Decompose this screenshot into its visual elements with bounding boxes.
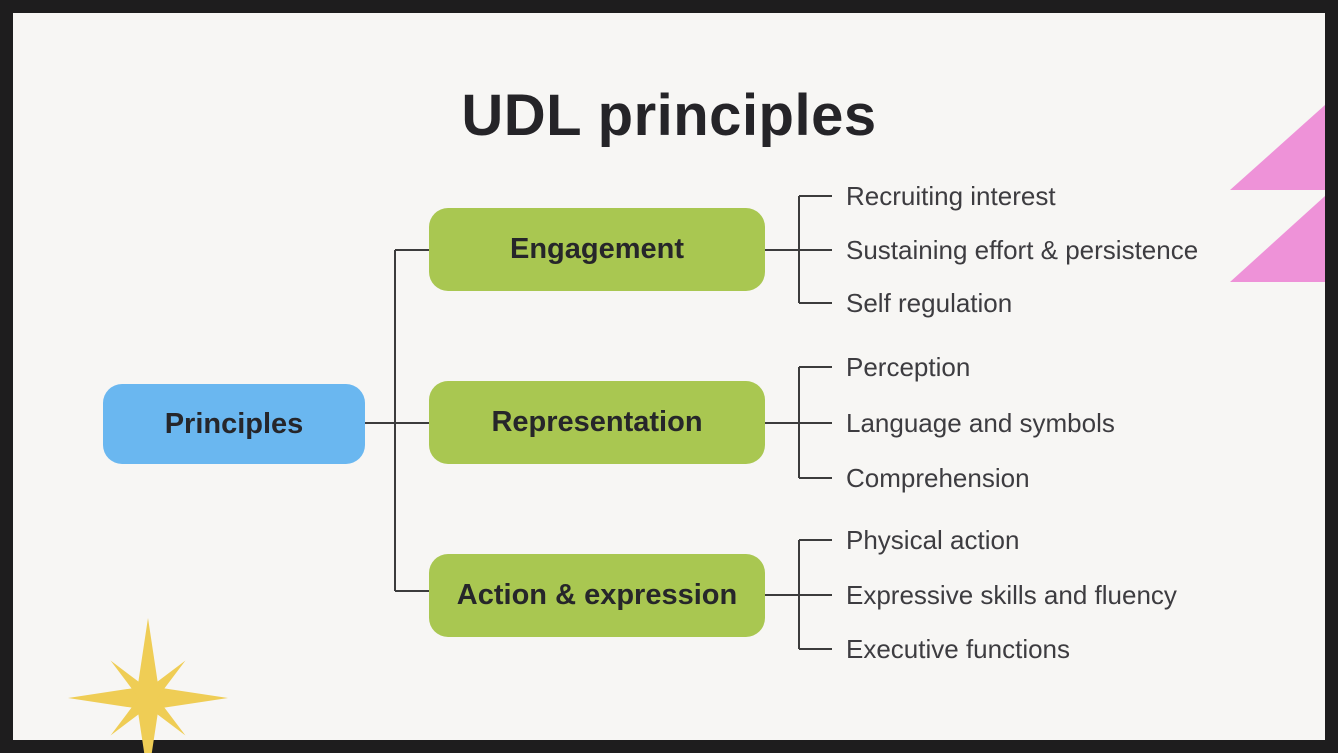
leaf-perception: Perception (846, 352, 971, 382)
node-engagement-label: Engagement (509, 233, 685, 265)
leaf-self-regulation: Self regulation (846, 288, 1013, 318)
node-action-expression: Action & expression (429, 554, 765, 637)
node-engagement: Engagement (429, 208, 765, 291)
leaf-recruiting-interest: Recruiting interest (846, 181, 1056, 211)
node-principles: Principles (103, 384, 365, 464)
leaf-language-symbols: Language and symbols (846, 408, 1115, 438)
node-principles-label: Principles (164, 407, 304, 440)
page-title: UDL principles (461, 83, 877, 148)
leaf-expressive-skills: Expressive skills and fluency (846, 580, 1177, 610)
leaf-sustaining-effort: Sustaining effort & persistence (846, 235, 1199, 265)
sparkle-star-icon (68, 618, 228, 753)
node-representation-label: Representation (491, 406, 703, 438)
leaf-comprehension: Comprehension (846, 463, 1030, 493)
leaf-executive-functions: Executive functions (846, 634, 1071, 664)
node-representation: Representation (429, 381, 765, 464)
node-action-expression-label: Action & expression (456, 579, 738, 611)
leaf-physical-action: Physical action (846, 525, 1020, 555)
